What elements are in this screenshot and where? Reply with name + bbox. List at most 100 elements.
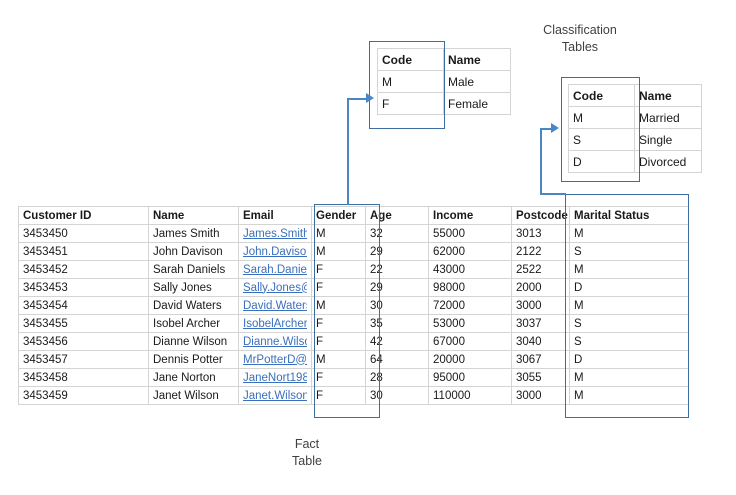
- table-row: 3453456Dianne WilsonDianne.WilsonF426700…: [19, 333, 689, 351]
- email-link[interactable]: John.Davison: [243, 246, 307, 258]
- cell-marital-status: M: [570, 297, 689, 315]
- table-header-row: Code Name: [378, 49, 511, 71]
- cell-customer-id: 3453453: [19, 279, 149, 297]
- cell-name: Divorced: [635, 151, 702, 173]
- cell-marital-status: S: [570, 315, 689, 333]
- cell-postcode: 3055: [512, 369, 570, 387]
- cell-customer-id: 3453457: [19, 351, 149, 369]
- cell-income: 67000: [429, 333, 512, 351]
- classification-table-gender: Code Name M Male F Female: [377, 48, 511, 115]
- cell-code: D: [569, 151, 635, 173]
- cell-gender: M: [312, 351, 366, 369]
- email-link[interactable]: Sally.Jones@g: [243, 282, 307, 294]
- classification-table-marital: Code Name M Married S Single D Divorced: [568, 84, 702, 173]
- email-link[interactable]: Janet.Wilson: [243, 390, 307, 402]
- cell-email: James.Smith@: [239, 225, 312, 243]
- cell-marital-status: M: [570, 261, 689, 279]
- table-row: M Male: [378, 71, 511, 93]
- cell-customer-id: 3453454: [19, 297, 149, 315]
- cell-customer-id: 3453456: [19, 333, 149, 351]
- cell-name: Sarah Daniels: [149, 261, 239, 279]
- cell-income: 55000: [429, 225, 512, 243]
- cell-gender: M: [312, 225, 366, 243]
- email-link[interactable]: Dianne.Wilson: [243, 336, 307, 348]
- cell-gender: F: [312, 261, 366, 279]
- table-row: 3453453Sally JonesSally.Jones@gF29980002…: [19, 279, 689, 297]
- cell-income: 95000: [429, 369, 512, 387]
- cell-code: S: [569, 129, 635, 151]
- connector-marital-horizontal-top: [540, 128, 552, 130]
- table-row: 3453452Sarah DanielsSarah.DanielsF224300…: [19, 261, 689, 279]
- column-header-gender: Gender: [312, 207, 366, 225]
- fact-table-caption: Fact Table: [252, 436, 362, 470]
- table-row: 3453451John DavisonJohn.DavisonM29620002…: [19, 243, 689, 261]
- table-row: M Married: [569, 107, 702, 129]
- column-header-age: Age: [366, 207, 429, 225]
- cell-gender: F: [312, 333, 366, 351]
- cell-marital-status: M: [570, 369, 689, 387]
- email-link[interactable]: IsobelArcher@: [243, 318, 307, 330]
- cell-age: 42: [366, 333, 429, 351]
- cell-email: JaneNort1987: [239, 369, 312, 387]
- email-link[interactable]: Sarah.Daniels: [243, 264, 307, 276]
- cell-code: M: [569, 107, 635, 129]
- cell-age: 29: [366, 279, 429, 297]
- cell-gender: F: [312, 315, 366, 333]
- cell-marital-status: M: [570, 225, 689, 243]
- cell-age: 29: [366, 243, 429, 261]
- cell-name: Male: [444, 71, 511, 93]
- cell-gender: F: [312, 369, 366, 387]
- table-row: S Single: [569, 129, 702, 151]
- cell-code: M: [378, 71, 444, 93]
- column-header-marital-status: Marital Status: [570, 207, 689, 225]
- table-row: 3453450James SmithJames.Smith@M325500030…: [19, 225, 689, 243]
- table-row: 3453454David WatersDavid.WatersM30720003…: [19, 297, 689, 315]
- email-link[interactable]: JaneNort1987: [243, 372, 307, 384]
- column-header-name: Name: [444, 49, 511, 71]
- cell-email: David.Waters: [239, 297, 312, 315]
- cell-postcode: 3067: [512, 351, 570, 369]
- connector-marital-vertical: [540, 128, 542, 194]
- cell-customer-id: 3453459: [19, 387, 149, 405]
- cell-marital-status: D: [570, 351, 689, 369]
- table-row: 3453458Jane NortonJaneNort1987F289500030…: [19, 369, 689, 387]
- email-link[interactable]: David.Waters: [243, 300, 307, 312]
- table-row: D Divorced: [569, 151, 702, 173]
- email-link[interactable]: MrPotterD@d: [243, 354, 307, 366]
- cell-postcode: 3013: [512, 225, 570, 243]
- cell-marital-status: S: [570, 333, 689, 351]
- connector-marital-horizontal-bottom: [540, 193, 566, 195]
- cell-gender: F: [312, 387, 366, 405]
- cell-postcode: 3040: [512, 333, 570, 351]
- cell-name: Janet Wilson: [149, 387, 239, 405]
- cell-email: IsobelArcher@: [239, 315, 312, 333]
- cell-email: Sally.Jones@g: [239, 279, 312, 297]
- cell-income: 110000: [429, 387, 512, 405]
- cell-marital-status: S: [570, 243, 689, 261]
- table-row: 3453459Janet WilsonJanet.WilsonF30110000…: [19, 387, 689, 405]
- table-row: 3453455Isobel ArcherIsobelArcher@F355300…: [19, 315, 689, 333]
- classification-tables-caption: Classification Tables: [500, 22, 660, 56]
- cell-age: 22: [366, 261, 429, 279]
- cell-customer-id: 3453452: [19, 261, 149, 279]
- table-row: 3453457Dennis PotterMrPotterD@dM64200003…: [19, 351, 689, 369]
- cell-customer-id: 3453458: [19, 369, 149, 387]
- cell-email: John.Davison: [239, 243, 312, 261]
- cell-email: MrPotterD@d: [239, 351, 312, 369]
- cell-age: 32: [366, 225, 429, 243]
- cell-email: Dianne.Wilson: [239, 333, 312, 351]
- table-header-row: Code Name: [569, 85, 702, 107]
- column-header-name: Name: [635, 85, 702, 107]
- email-link[interactable]: James.Smith@: [243, 228, 307, 240]
- arrow-head-gender-icon: [366, 93, 374, 103]
- cell-name: Jane Norton: [149, 369, 239, 387]
- arrow-head-marital-icon: [551, 123, 559, 133]
- cell-name: Sally Jones: [149, 279, 239, 297]
- cell-email: Janet.Wilson: [239, 387, 312, 405]
- cell-name: Single: [635, 129, 702, 151]
- cell-postcode: 2000: [512, 279, 570, 297]
- cell-name: Female: [444, 93, 511, 115]
- column-header-code: Code: [378, 49, 444, 71]
- cell-postcode: 3000: [512, 387, 570, 405]
- cell-postcode: 3000: [512, 297, 570, 315]
